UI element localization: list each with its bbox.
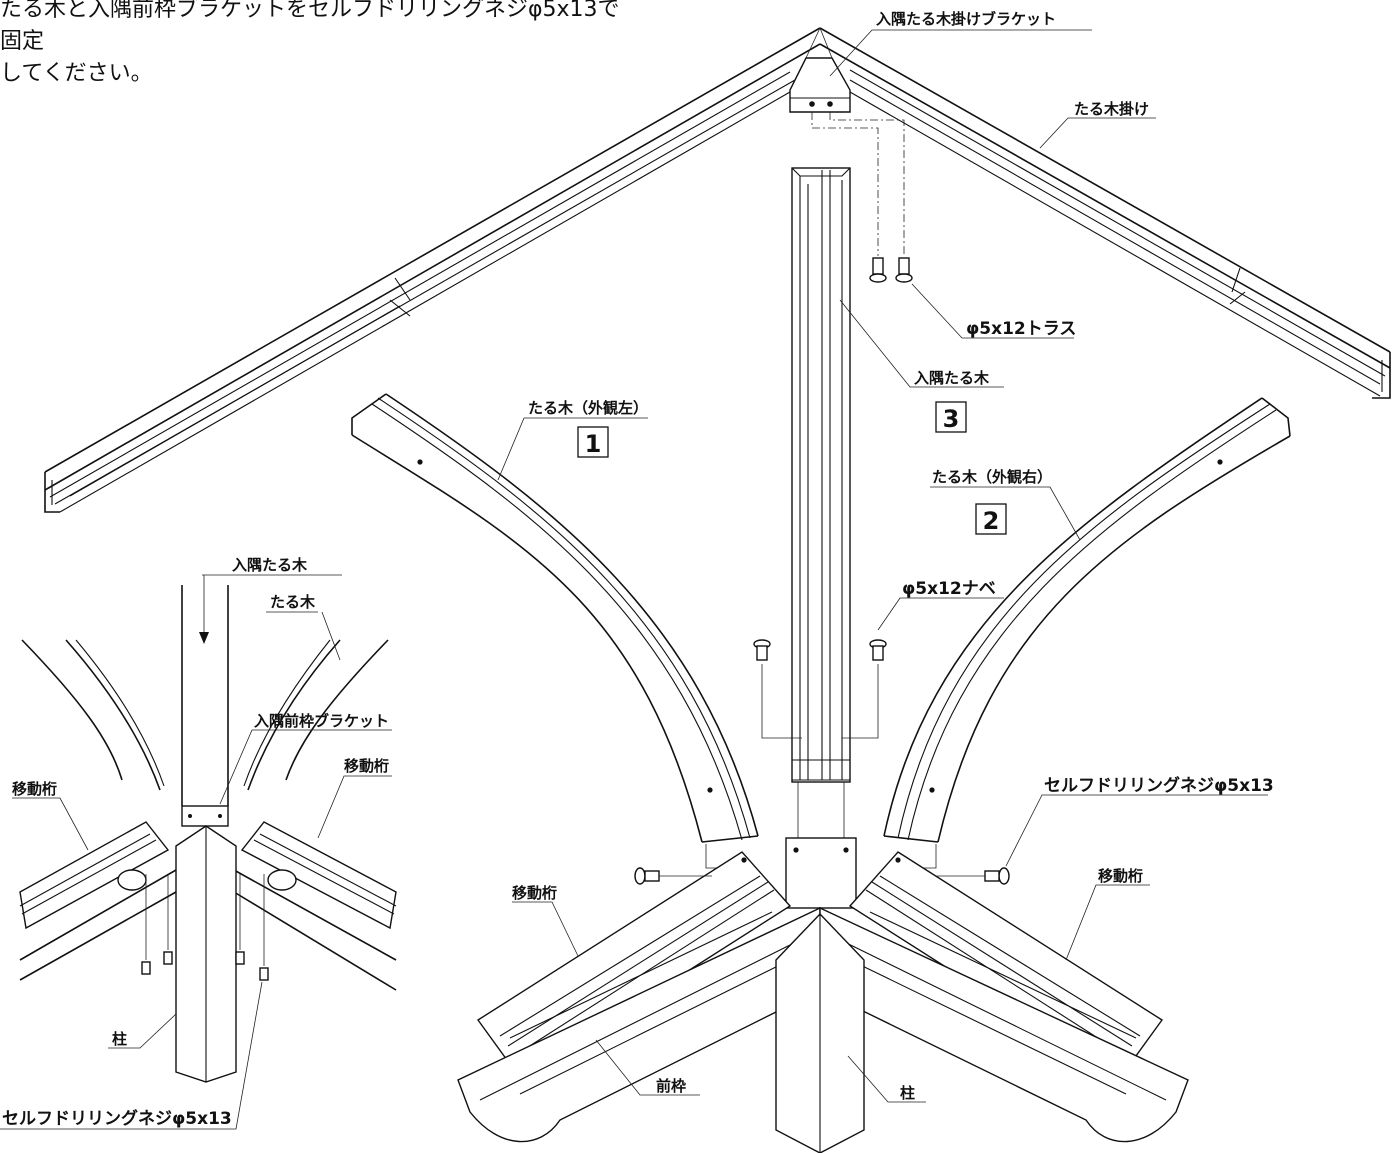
inset-detail xyxy=(19,575,397,1083)
label-inset-post: 柱 xyxy=(112,1030,127,1048)
number-box-2 xyxy=(975,503,1007,535)
rafter-right xyxy=(883,397,1291,869)
label-inset-beam-left: 移動桁 xyxy=(12,780,57,798)
pan-screw-guides xyxy=(753,639,887,739)
label-inset-rafter: たる木 xyxy=(270,593,316,611)
label-screw-pan: φ5x12ナベ xyxy=(902,579,996,599)
number-boxes: 3 1 2 xyxy=(577,401,1007,535)
number-1: 1 xyxy=(585,430,602,458)
number-box-3 xyxy=(935,401,967,433)
leader-lines xyxy=(0,29,1268,1130)
label-screw-self-right: セルフドリリングネジφ5x13 xyxy=(1044,775,1274,796)
label-corner-rafter: 入隅たる木 xyxy=(914,369,990,387)
truss-screw-right xyxy=(895,257,913,283)
label-inset-corner-rafter: 入隅たる木 xyxy=(232,556,308,574)
labels: 入隅たる木掛けブラケット たる木掛け φ5x12トラス 入隅たる木 たる木（外観… xyxy=(2,10,1274,1129)
label-post-main: 柱 xyxy=(900,1084,915,1102)
label-rafter-right: たる木（外観右） xyxy=(932,468,1052,486)
number-3: 3 xyxy=(943,405,960,433)
label-rafter-left: たる木（外観左） xyxy=(528,399,648,417)
number-2: 2 xyxy=(983,507,1000,535)
label-screw-truss: φ5x12トラス xyxy=(966,319,1076,339)
label-inset-screw: セルフドリリングネジφ5x13 xyxy=(2,1108,232,1129)
pan-screw-right xyxy=(869,639,887,661)
truss-screw-guides xyxy=(811,112,913,283)
number-box-1 xyxy=(577,426,609,458)
instruction-line-1: たる木と入隅前枠ブラケットをセルフドリリングネジφ5x13で固定 xyxy=(0,0,620,54)
rafter-hanger-ridge xyxy=(44,27,1391,513)
label-beam-left: 移動桁 xyxy=(512,884,557,902)
inset-screws xyxy=(141,874,269,981)
self-drill-screws-main xyxy=(634,867,1010,885)
label-inset-beam-right: 移動桁 xyxy=(344,757,389,775)
instruction-line-2: してください。 xyxy=(0,61,153,86)
truss-screw-left xyxy=(869,257,887,283)
lower-assembly xyxy=(457,782,1189,1153)
pan-screw-left xyxy=(753,639,771,661)
self-drill-screw-right xyxy=(936,867,1010,885)
label-beam-right: 移動桁 xyxy=(1098,867,1143,885)
self-drill-screw-left xyxy=(634,867,712,885)
label-front-frame: 前枠 xyxy=(656,1077,686,1095)
corner-rafter xyxy=(791,167,851,783)
label-bracket-top: 入隅たる木掛けブラケット xyxy=(876,10,1056,28)
label-rafter-hanger: たる木掛け xyxy=(1074,100,1149,118)
label-inset-bracket: 入隅前枠ブラケット xyxy=(254,712,389,730)
rafter-left xyxy=(351,393,759,869)
instruction-note: たる木と入隅前枠ブラケットをセルフドリリングネジφ5x13で固定 してください。 xyxy=(0,0,640,90)
